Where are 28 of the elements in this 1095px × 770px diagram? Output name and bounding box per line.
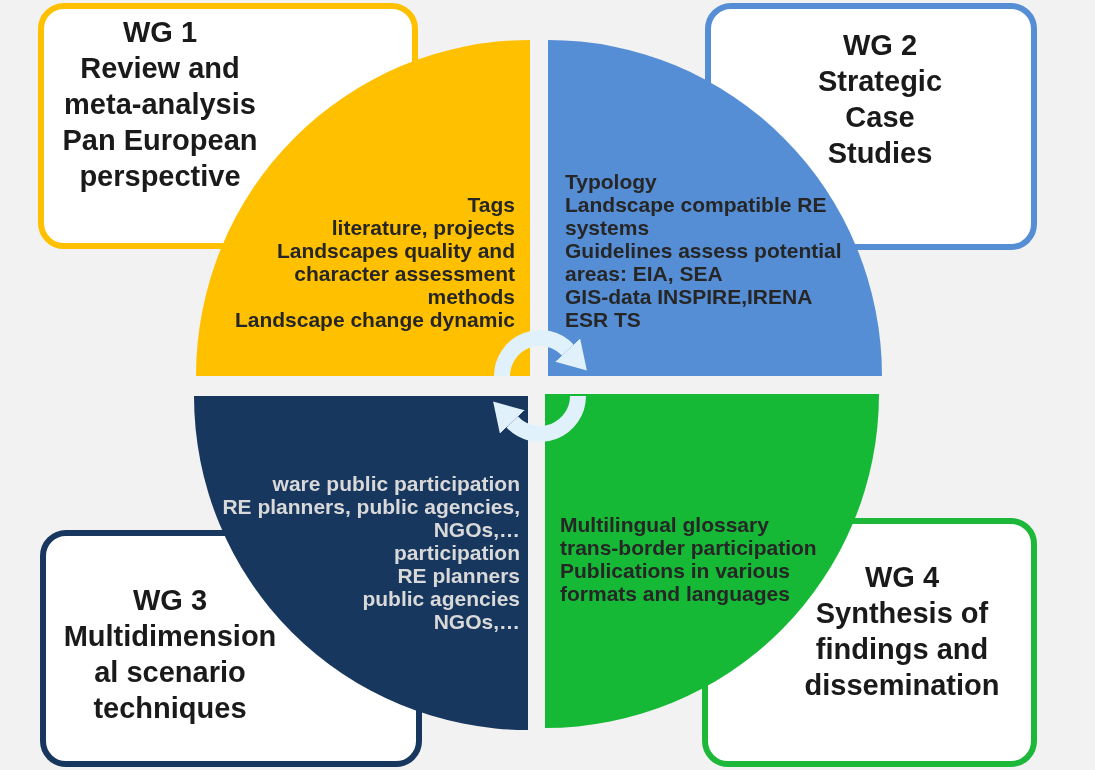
card-title: WG 3 bbox=[132, 583, 208, 618]
card-title: WG 4 bbox=[864, 560, 940, 595]
item-text: public agencies bbox=[362, 587, 520, 610]
item-text: trans-border participation bbox=[560, 536, 817, 559]
item-text: Landscape change dynamic bbox=[234, 308, 515, 331]
item-text: Landscapes quality and character assessment methods bbox=[275, 239, 515, 308]
card-title: WG 1 bbox=[122, 15, 198, 50]
card-text: Review and meta-analysis Pan European perspective bbox=[61, 51, 259, 194]
circular-arrow bbox=[494, 330, 589, 377]
item-text: literature, projects bbox=[331, 216, 515, 239]
card-text: Strategic Case Studies bbox=[816, 64, 944, 171]
item-text: ware public participation bbox=[272, 472, 520, 495]
item-text: participation bbox=[394, 541, 520, 564]
item-text: Guidelines assess potential areas: EIA, SEA bbox=[565, 239, 843, 285]
card-text: Synthesis of findings and dissemination bbox=[803, 596, 1001, 703]
item-text: Multilingual glossary bbox=[560, 513, 769, 536]
item-text: Typology bbox=[565, 170, 657, 193]
card-text: Multidimensional scenario techniques bbox=[62, 619, 278, 726]
item-text: Landscape compatible RE systems bbox=[565, 193, 828, 239]
item-text: Tags bbox=[467, 193, 515, 216]
item-text: GIS-data INSPIRE,IRENA bbox=[565, 285, 813, 308]
item-text: ESR TS bbox=[565, 308, 641, 331]
item-text: RE planners bbox=[397, 564, 520, 587]
circular-arrow bbox=[491, 395, 586, 442]
item-text: RE planners, public agencies, NGOs,… bbox=[221, 495, 520, 541]
item-text: NGOs,… bbox=[433, 610, 520, 633]
card-title: WG 2 bbox=[842, 28, 918, 63]
item-text: Publications in various formats and languages bbox=[560, 559, 791, 605]
